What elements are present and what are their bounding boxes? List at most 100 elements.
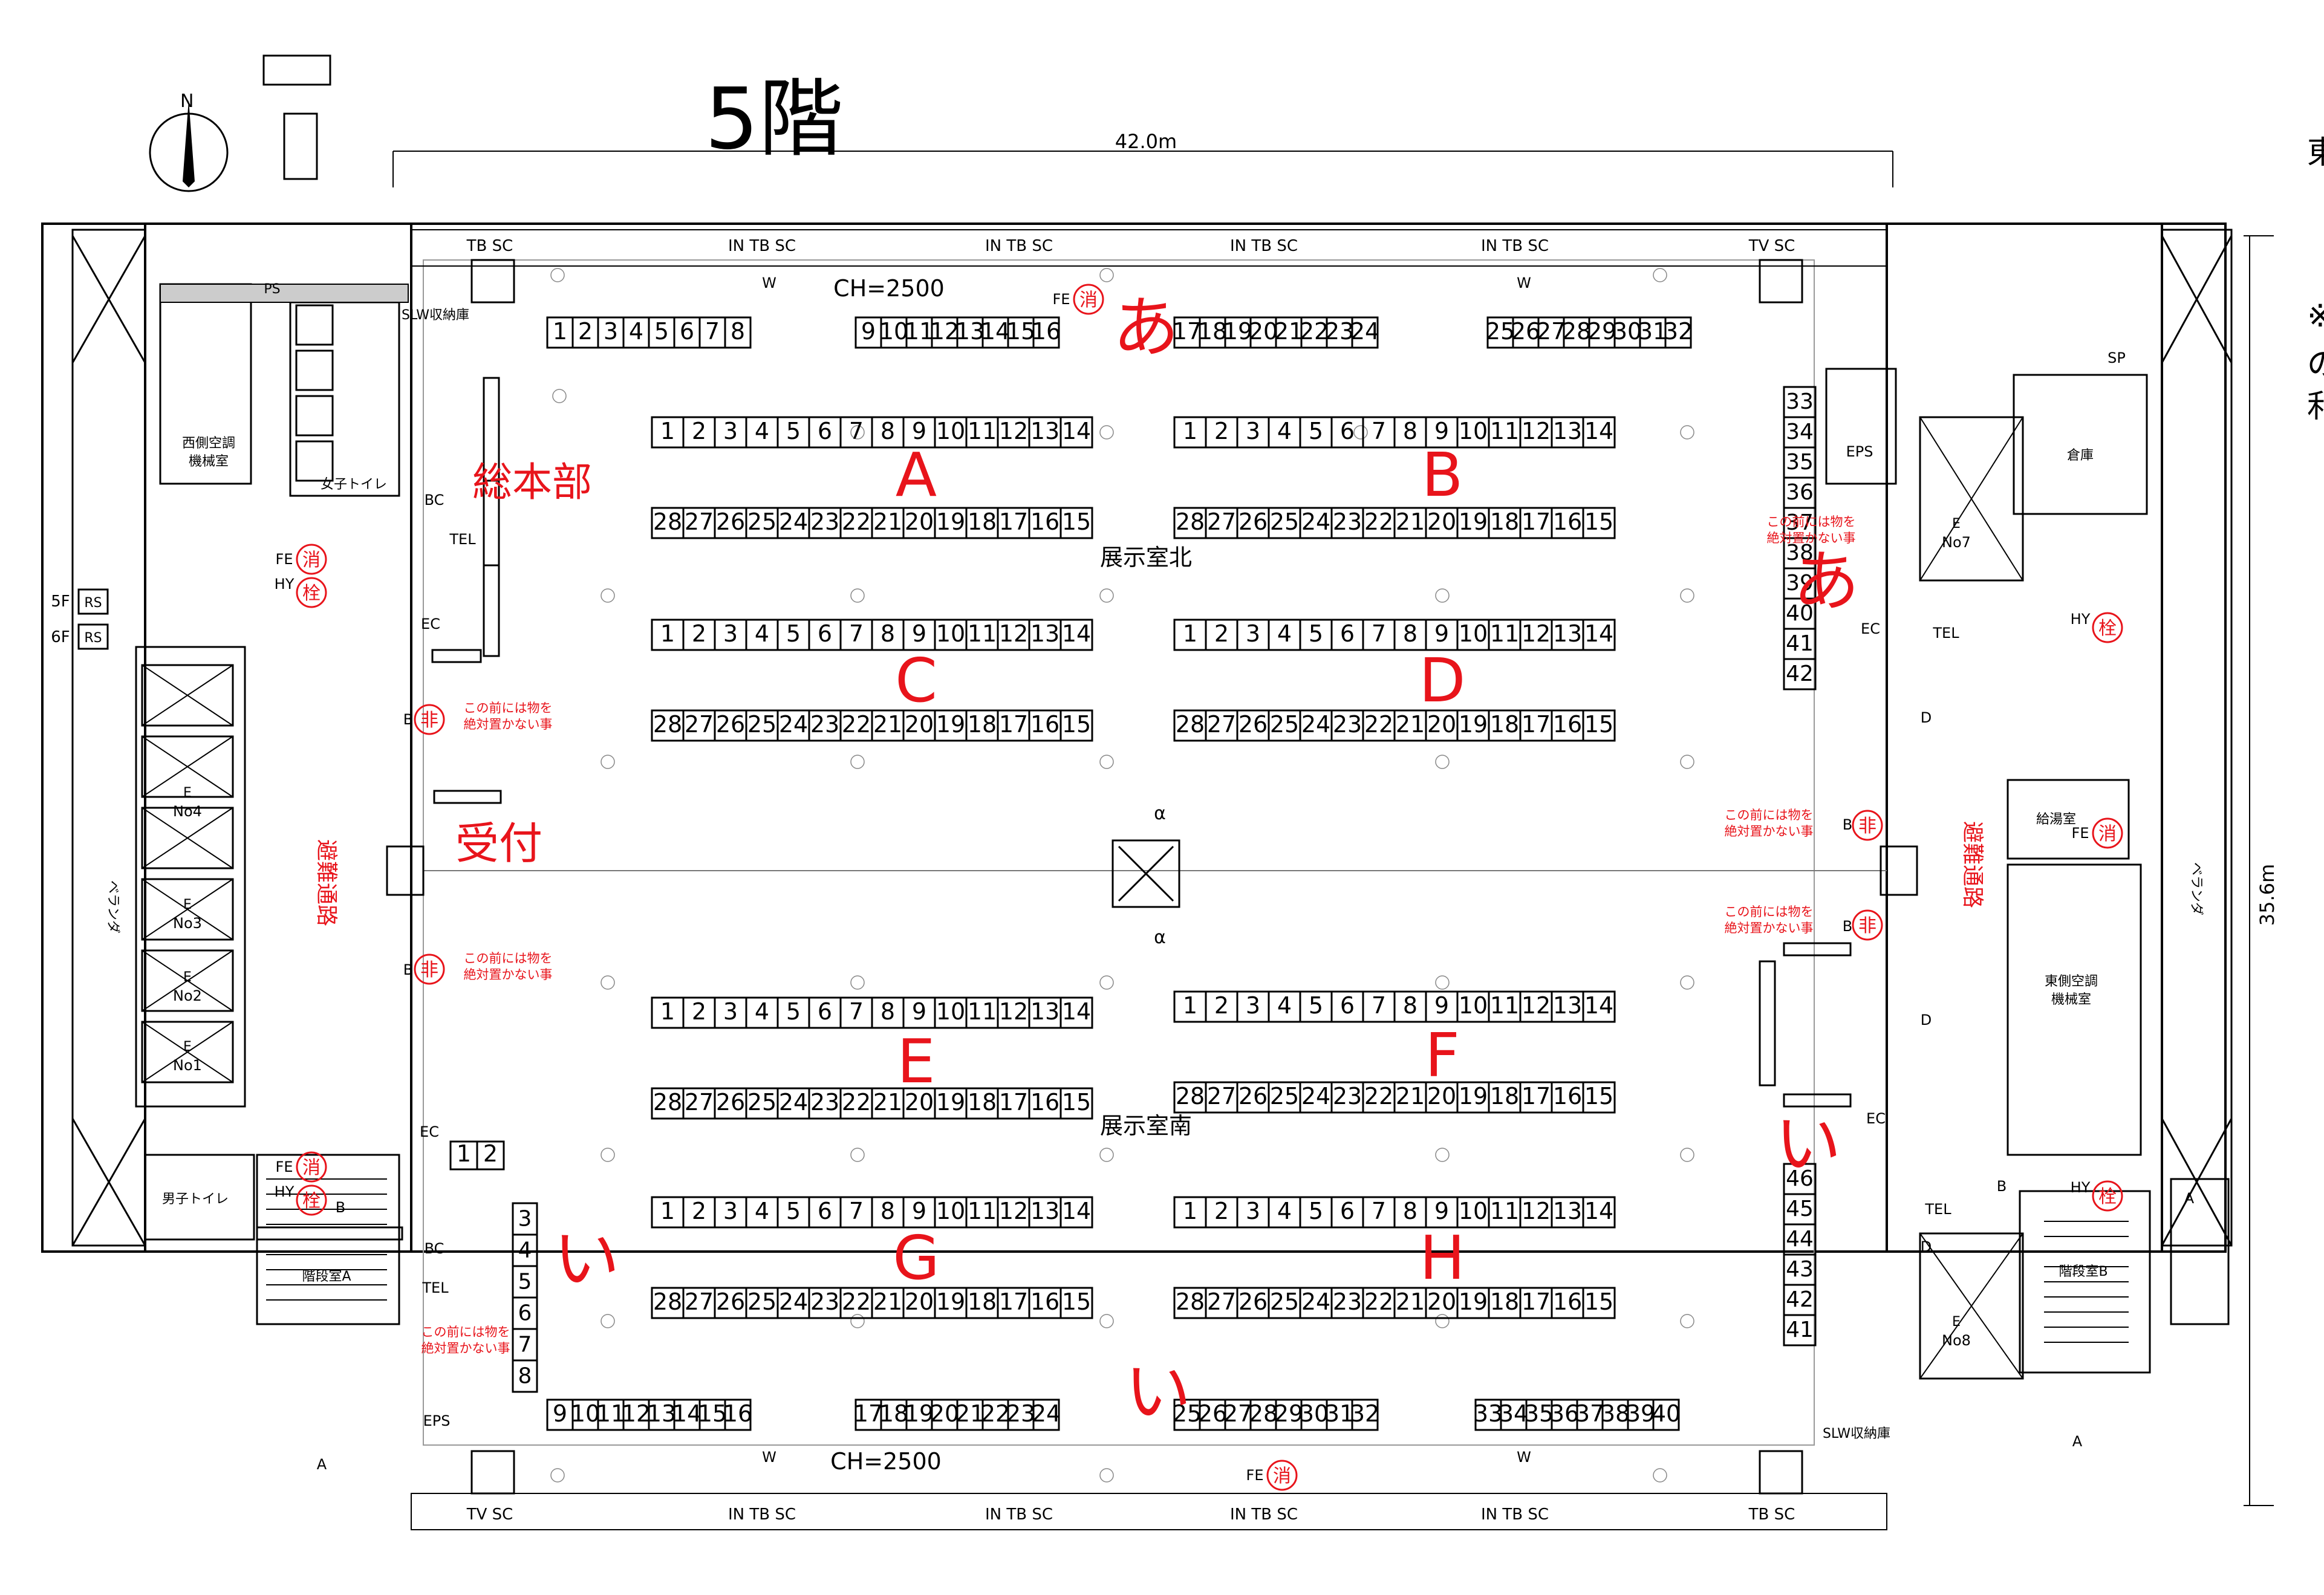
booth-number-42: 42 — [1786, 661, 1814, 686]
elevator-x — [142, 807, 233, 869]
booth-number-19: 19 — [1459, 711, 1488, 738]
west-core — [144, 223, 412, 1253]
booth-number-28: 28 — [1176, 1288, 1205, 1315]
booth-number-23: 23 — [810, 711, 839, 738]
equipment-label-ec: EC — [1866, 1110, 1886, 1127]
booth-number-39: 39 — [1786, 571, 1814, 596]
booth-number-23: 23 — [1325, 318, 1354, 345]
equipment-label-tel: TEL — [1924, 1201, 1951, 1218]
booth-number-26: 26 — [1238, 711, 1268, 738]
booth-number-24: 24 — [779, 508, 808, 535]
booth-number-33: 33 — [1786, 389, 1814, 414]
booth-number-1: 1 — [660, 620, 675, 647]
booth-number-7: 7 — [849, 418, 864, 444]
sprinkler-marker — [850, 755, 865, 769]
booth-number-19: 19 — [905, 1400, 934, 1427]
booth-number-27: 27 — [1223, 1400, 1252, 1427]
booth-number-3: 3 — [518, 1206, 532, 1231]
section-label-F: F — [1425, 1020, 1460, 1091]
booth-number-15: 15 — [1006, 318, 1035, 345]
booth-number-25: 25 — [1173, 1400, 1202, 1427]
booth-number-2: 2 — [1214, 620, 1229, 647]
booth-number-19: 19 — [936, 1288, 965, 1315]
east-stair-a — [2170, 1178, 2230, 1325]
east-veranda-label: ベランダ — [2189, 862, 2204, 915]
equipment-label-ec: EC — [421, 616, 440, 632]
extinguisher-symbol-ring — [296, 544, 327, 575]
extinguisher-symbol: 消 — [302, 1157, 321, 1178]
booth-number-5: 5 — [1309, 992, 1323, 1019]
booth-number-24: 24 — [1301, 711, 1330, 738]
booth-number-11: 11 — [1490, 620, 1519, 647]
east-desk — [1783, 942, 1852, 957]
sprinkler-marker — [1099, 1468, 1114, 1483]
booth-number-20: 20 — [1427, 1288, 1456, 1315]
booth-number-25: 25 — [1270, 1288, 1299, 1315]
section-label-G: G — [893, 1223, 940, 1293]
booth-number-26: 26 — [716, 1288, 745, 1315]
booth-number-12: 12 — [999, 418, 1028, 444]
booth-number-27: 27 — [685, 508, 714, 535]
booth-number-25: 25 — [747, 711, 776, 738]
booth-number-3: 3 — [1246, 620, 1260, 647]
booth-number-14: 14 — [1584, 620, 1613, 647]
booth-number-15: 15 — [698, 1400, 727, 1427]
booth-number-4: 4 — [1277, 418, 1292, 444]
south-hall-label: 展示室南 — [1100, 1113, 1192, 1139]
sprinkler-marker — [1435, 1148, 1450, 1162]
equipment-label-a: A — [2184, 1190, 2195, 1207]
booth-number-34: 34 — [1786, 420, 1814, 444]
booth-number-46: 46 — [1786, 1166, 1814, 1191]
booth-number-22: 22 — [842, 1288, 871, 1315]
elevator-number-No4: No4 — [173, 803, 202, 820]
booth-number-8: 8 — [880, 620, 895, 647]
booth-number-3: 3 — [1246, 418, 1260, 444]
booth-number-20: 20 — [1427, 711, 1456, 738]
equipment-label-ec: EC — [1861, 620, 1880, 637]
elevator-x — [142, 736, 233, 798]
stair-a-base — [256, 1226, 403, 1241]
toilet-stall — [295, 304, 334, 346]
booth-number-17: 17 — [999, 1089, 1028, 1116]
sp-label: SP — [2108, 349, 2126, 366]
booth-number-26: 26 — [1238, 1288, 1268, 1315]
booth-number-28: 28 — [1176, 508, 1205, 535]
booth-number-12: 12 — [999, 620, 1028, 647]
booth-number-11: 11 — [968, 620, 997, 647]
booth-number-8: 8 — [731, 318, 745, 345]
outlet-bottom: IN TB SC — [1230, 1506, 1298, 1524]
booth-number-42: 42 — [1786, 1287, 1814, 1312]
booth-number-22: 22 — [1364, 1083, 1393, 1109]
rs-box — [77, 623, 109, 650]
booth-number-9: 9 — [912, 1198, 926, 1224]
sprinkler-marker — [1099, 1314, 1114, 1328]
no-objects-notice: 絶対置かない事 — [1767, 531, 1856, 545]
equipment-label-b: B — [1997, 1178, 2007, 1195]
sprinkler-marker — [1099, 425, 1114, 440]
booth-number-14: 14 — [981, 318, 1010, 345]
side-text: ※ — [2307, 298, 2324, 334]
booth-number-8: 8 — [518, 1363, 532, 1388]
booth-number-18: 18 — [1198, 318, 1227, 345]
booth-number-37: 37 — [1786, 510, 1814, 535]
west-veranda — [71, 229, 146, 1247]
sprinkler-marker — [850, 588, 865, 603]
emergency-exit-symbol-ring — [414, 704, 445, 735]
booth-number-27: 27 — [1207, 711, 1236, 738]
sprinkler-marker — [550, 268, 565, 282]
no-objects-notice: 絶対置かない事 — [464, 717, 553, 732]
booth-number-5: 5 — [654, 318, 669, 345]
booth-number-44: 44 — [1786, 1227, 1814, 1252]
hydrant-symbol: 栓 — [302, 1191, 321, 1212]
booth-number-16: 16 — [1030, 1288, 1059, 1315]
booth-number-25: 25 — [747, 1288, 776, 1315]
booth-number-22: 22 — [1364, 508, 1393, 535]
booth-number-19: 19 — [936, 711, 965, 738]
sprinkler-marker — [1435, 755, 1450, 769]
